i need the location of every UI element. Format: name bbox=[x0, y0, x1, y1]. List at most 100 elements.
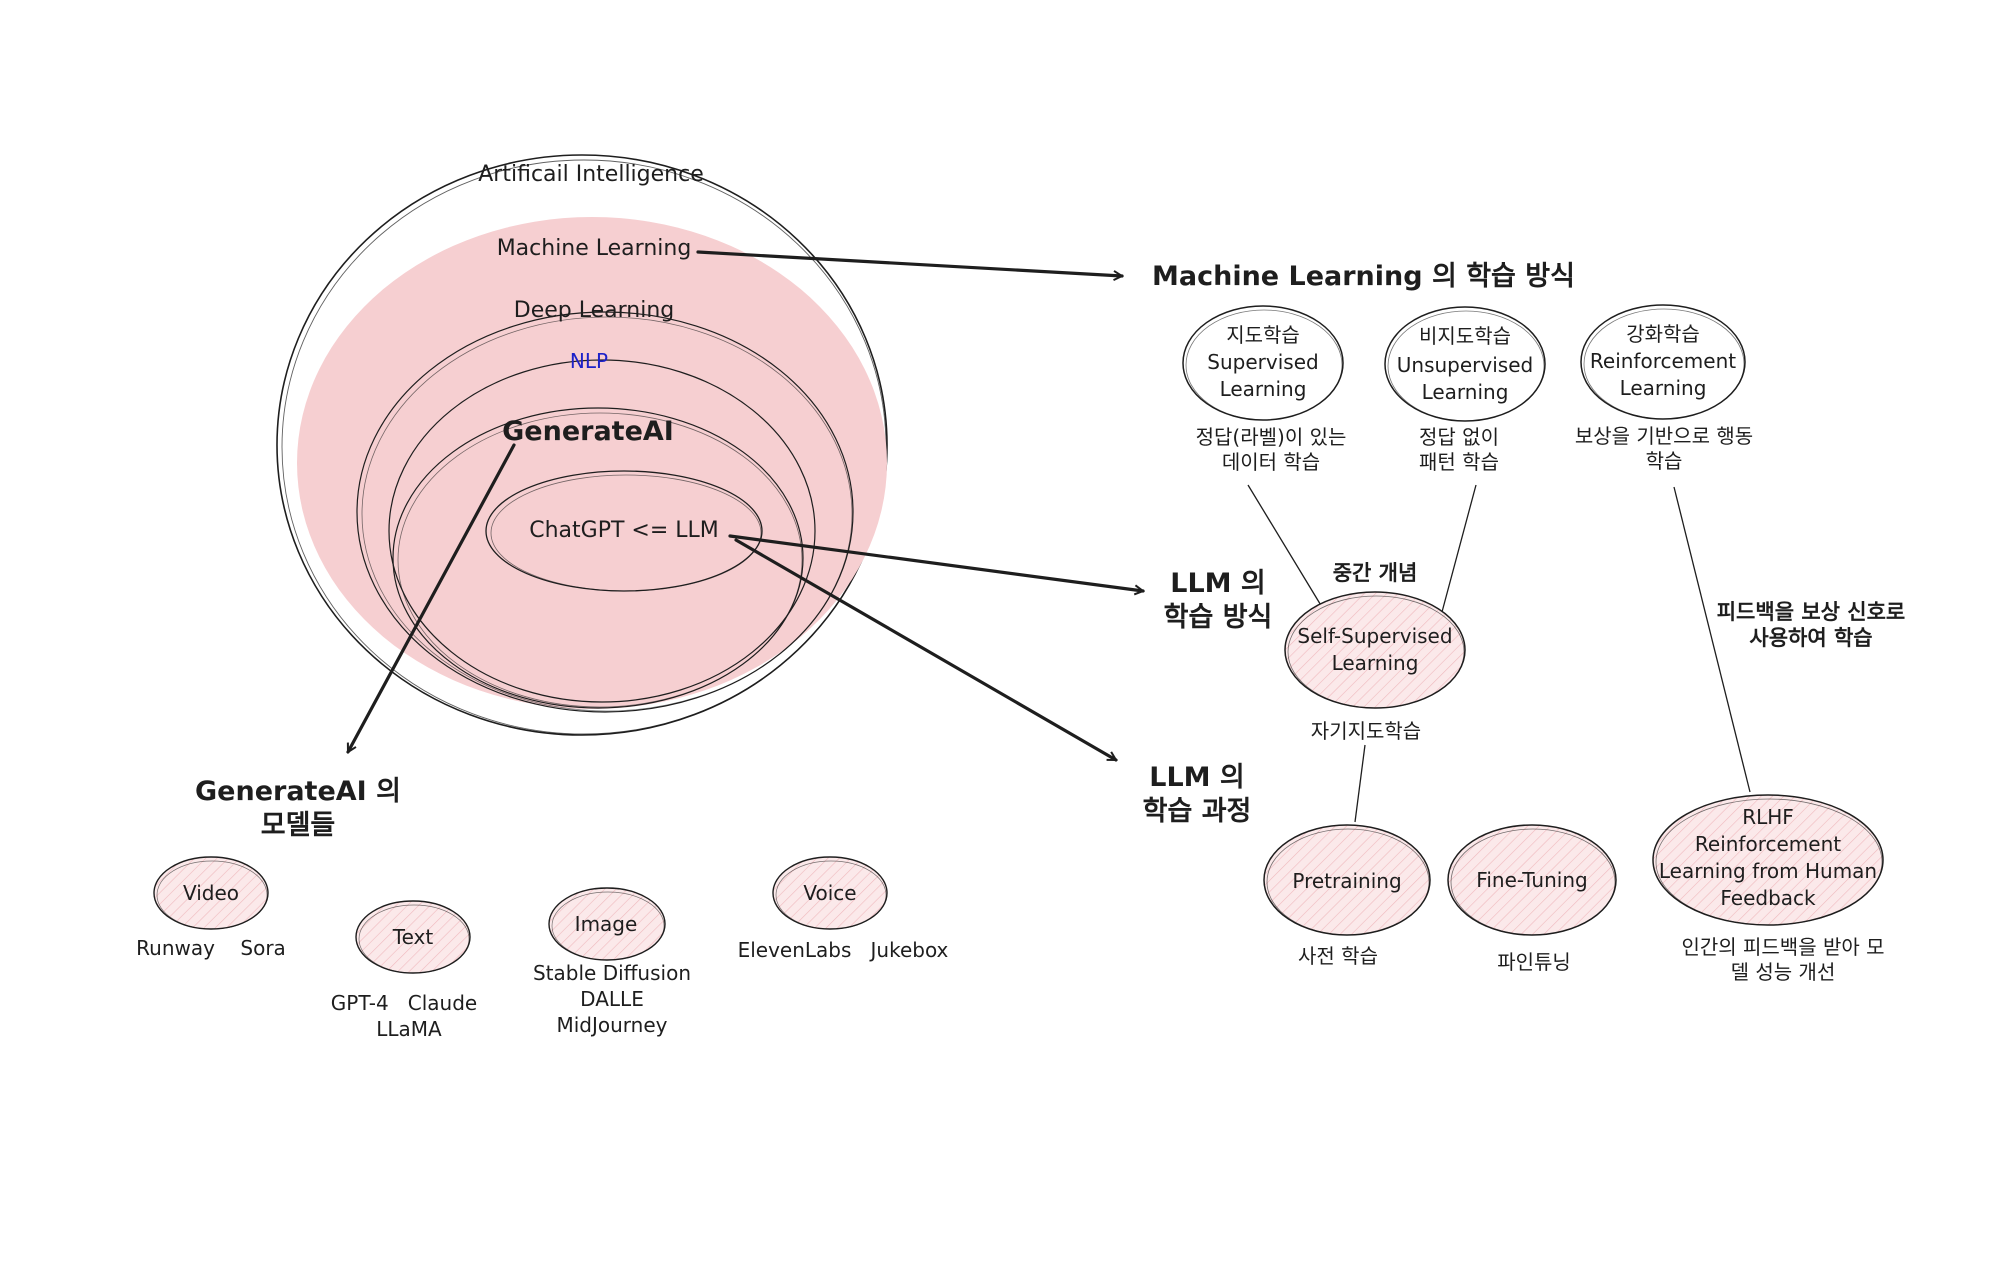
image-ellipse-sketch bbox=[551, 891, 665, 961]
llm-process-heading-1: LLM 의 bbox=[1149, 762, 1245, 793]
image-label: Image bbox=[575, 912, 638, 936]
feedback-note-1: 피드백을 보상 신호로 bbox=[1717, 600, 1906, 624]
supervised-ellipse-sketch bbox=[1185, 309, 1343, 421]
unsupervised-line-1: 비지도학습 bbox=[1419, 324, 1511, 348]
supervised-line-2: Supervised bbox=[1207, 350, 1318, 374]
video-node[interactable]: Video bbox=[153, 856, 269, 930]
dl-ellipse bbox=[356, 311, 854, 713]
genai-ellipse bbox=[392, 407, 804, 709]
voice-label: Voice bbox=[803, 881, 856, 905]
image-examples-2: DALLE bbox=[580, 987, 644, 1011]
self-supervised-line-2: Learning bbox=[1332, 651, 1419, 675]
text-label: Text bbox=[392, 925, 434, 949]
rlhf-line-4: Feedback bbox=[1720, 886, 1816, 910]
connector-unsupervised-self bbox=[1441, 484, 1477, 613]
supervised-line-3: Learning bbox=[1220, 377, 1307, 401]
unsupervised-node[interactable]: 비지도학습 Unsupervised Learning bbox=[1384, 306, 1546, 422]
pretraining-ellipse-sketch bbox=[1266, 828, 1430, 936]
voice-examples: ElevenLabs Jukebox bbox=[738, 938, 949, 962]
ai-ellipse bbox=[276, 154, 888, 736]
rlhf-desc-1: 인간의 피드백을 받아 모 bbox=[1681, 935, 1884, 959]
unsupervised-line-3: Learning bbox=[1422, 380, 1509, 404]
arrow-genai-to-models bbox=[346, 443, 516, 752]
voice-ellipse-sketch bbox=[775, 860, 887, 930]
self-supervised-line-1: Self-Supervised bbox=[1297, 624, 1452, 648]
connector-reinforcement-rlhf bbox=[1673, 486, 1751, 793]
rlhf-desc-2: 델 성능 개선 bbox=[1731, 960, 1836, 984]
arrow-llm-to-process bbox=[734, 538, 1116, 762]
genai-models-heading-2: 모델들 bbox=[261, 810, 336, 841]
image-examples-1: Stable Diffusion bbox=[533, 961, 691, 985]
finetuning-ellipse-sketch bbox=[1450, 828, 1616, 936]
unsupervised-desc-1: 정답 없이 bbox=[1419, 425, 1499, 449]
genai-model-nodes: Video Runway Sora Text GPT-4 Claude LLaM… bbox=[136, 856, 949, 1041]
connector-lines bbox=[1247, 484, 1751, 823]
rlhf-line-3: Learning from Human bbox=[1659, 859, 1877, 883]
arrows bbox=[346, 250, 1143, 762]
llm-process-heading-2: 학습 과정 bbox=[1143, 796, 1252, 827]
connector-self-pretraining bbox=[1354, 744, 1366, 823]
venn-diagram bbox=[276, 154, 888, 736]
video-label: Video bbox=[183, 881, 239, 905]
feedback-note-2: 사용하여 학습 bbox=[1749, 626, 1872, 650]
genai-models-heading-1: GenerateAI 의 bbox=[195, 776, 401, 807]
text-examples-2: LLaMA bbox=[376, 1017, 442, 1041]
supervised-desc-2: 데이터 학습 bbox=[1222, 450, 1320, 474]
pretraining-node[interactable]: Pretraining bbox=[1263, 824, 1431, 936]
reinforcement-line-1: 강화학습 bbox=[1626, 322, 1700, 346]
genai-ellipse-sketch bbox=[397, 412, 803, 708]
image-examples-3: MidJourney bbox=[556, 1013, 667, 1037]
rlhf-line-2: Reinforcement bbox=[1695, 832, 1841, 856]
genai-label: GenerateAI bbox=[502, 416, 674, 447]
reinforcement-ellipse-sketch bbox=[1583, 308, 1745, 420]
text-examples-1: GPT-4 Claude bbox=[331, 991, 477, 1015]
arrow-ml-to-methods bbox=[696, 250, 1122, 276]
reinforcement-desc-1: 보상을 기반으로 행동 bbox=[1575, 424, 1753, 448]
middle-concept-label: 중간 개념 bbox=[1333, 561, 1418, 585]
text-ellipse-sketch bbox=[358, 904, 470, 974]
llm-methods-heading-2: 학습 방식 bbox=[1164, 602, 1273, 633]
finetuning-desc: 파인튜닝 bbox=[1497, 950, 1571, 974]
finetuning-node[interactable]: Fine-Tuning bbox=[1447, 824, 1617, 936]
llm-nodes: 중간 개념 Self-Supervised Learning 자기지도학습 피드… bbox=[1263, 561, 1906, 984]
rlhf-ellipse-sketch bbox=[1655, 798, 1883, 926]
connector-supervised-self bbox=[1247, 484, 1326, 613]
unsupervised-line-2: Unsupervised bbox=[1397, 353, 1533, 377]
unsupervised-desc-2: 패턴 학습 bbox=[1419, 450, 1499, 474]
reinforcement-line-2: Reinforcement bbox=[1590, 349, 1736, 373]
headings: Machine Learning 의 학습 방식 LLM 의 학습 방식 LLM… bbox=[195, 261, 1575, 841]
ml-ellipse[interactable] bbox=[297, 217, 887, 709]
reinforcement-node[interactable]: 강화학습 Reinforcement Learning bbox=[1580, 304, 1746, 420]
supervised-desc-1: 정답(라벨)이 있는 bbox=[1196, 425, 1347, 449]
supervised-line-1: 지도학습 bbox=[1226, 323, 1300, 347]
rlhf-line-1: RLHF bbox=[1742, 805, 1794, 829]
image-node[interactable]: Image bbox=[548, 887, 666, 961]
finetuning-label: Fine-Tuning bbox=[1476, 868, 1587, 892]
llm-methods-heading-1: LLM 의 bbox=[1170, 568, 1266, 599]
arrow-llm-to-methods bbox=[728, 534, 1143, 591]
self-supervised-desc: 자기지도학습 bbox=[1311, 719, 1421, 743]
pretraining-label: Pretraining bbox=[1292, 869, 1401, 893]
chatgpt-ellipse-sketch bbox=[490, 474, 762, 592]
voice-node[interactable]: Voice bbox=[772, 856, 888, 930]
text-node[interactable]: Text bbox=[355, 900, 471, 974]
reinforcement-desc-2: 학습 bbox=[1646, 449, 1683, 473]
video-examples: Runway Sora bbox=[136, 936, 286, 960]
ai-label: Artificail Intelligence bbox=[478, 162, 704, 187]
unsupervised-ellipse-sketch bbox=[1387, 310, 1545, 422]
self-supervised-node[interactable]: Self-Supervised Learning bbox=[1284, 591, 1466, 709]
self-supervised-ellipse-sketch bbox=[1287, 595, 1465, 709]
supervised-node[interactable]: 지도학습 Supervised Learning bbox=[1182, 305, 1344, 421]
nlp-label: NLP bbox=[570, 349, 608, 373]
rlhf-node[interactable]: RLHF Reinforcement Learning from Human F… bbox=[1652, 794, 1884, 926]
pretraining-desc: 사전 학습 bbox=[1298, 944, 1378, 968]
chatgpt-label: ChatGPT <= LLM bbox=[529, 518, 719, 543]
venn-labels: Artificail Intelligence Machine Learning… bbox=[478, 162, 719, 543]
video-ellipse-sketch bbox=[156, 860, 268, 930]
reinforcement-line-3: Learning bbox=[1620, 376, 1707, 400]
ml-methods-heading: Machine Learning 의 학습 방식 bbox=[1152, 261, 1575, 292]
dl-ellipse-sketch bbox=[361, 316, 853, 712]
nlp-ellipse bbox=[388, 359, 816, 703]
dl-label: Deep Learning bbox=[514, 298, 674, 323]
